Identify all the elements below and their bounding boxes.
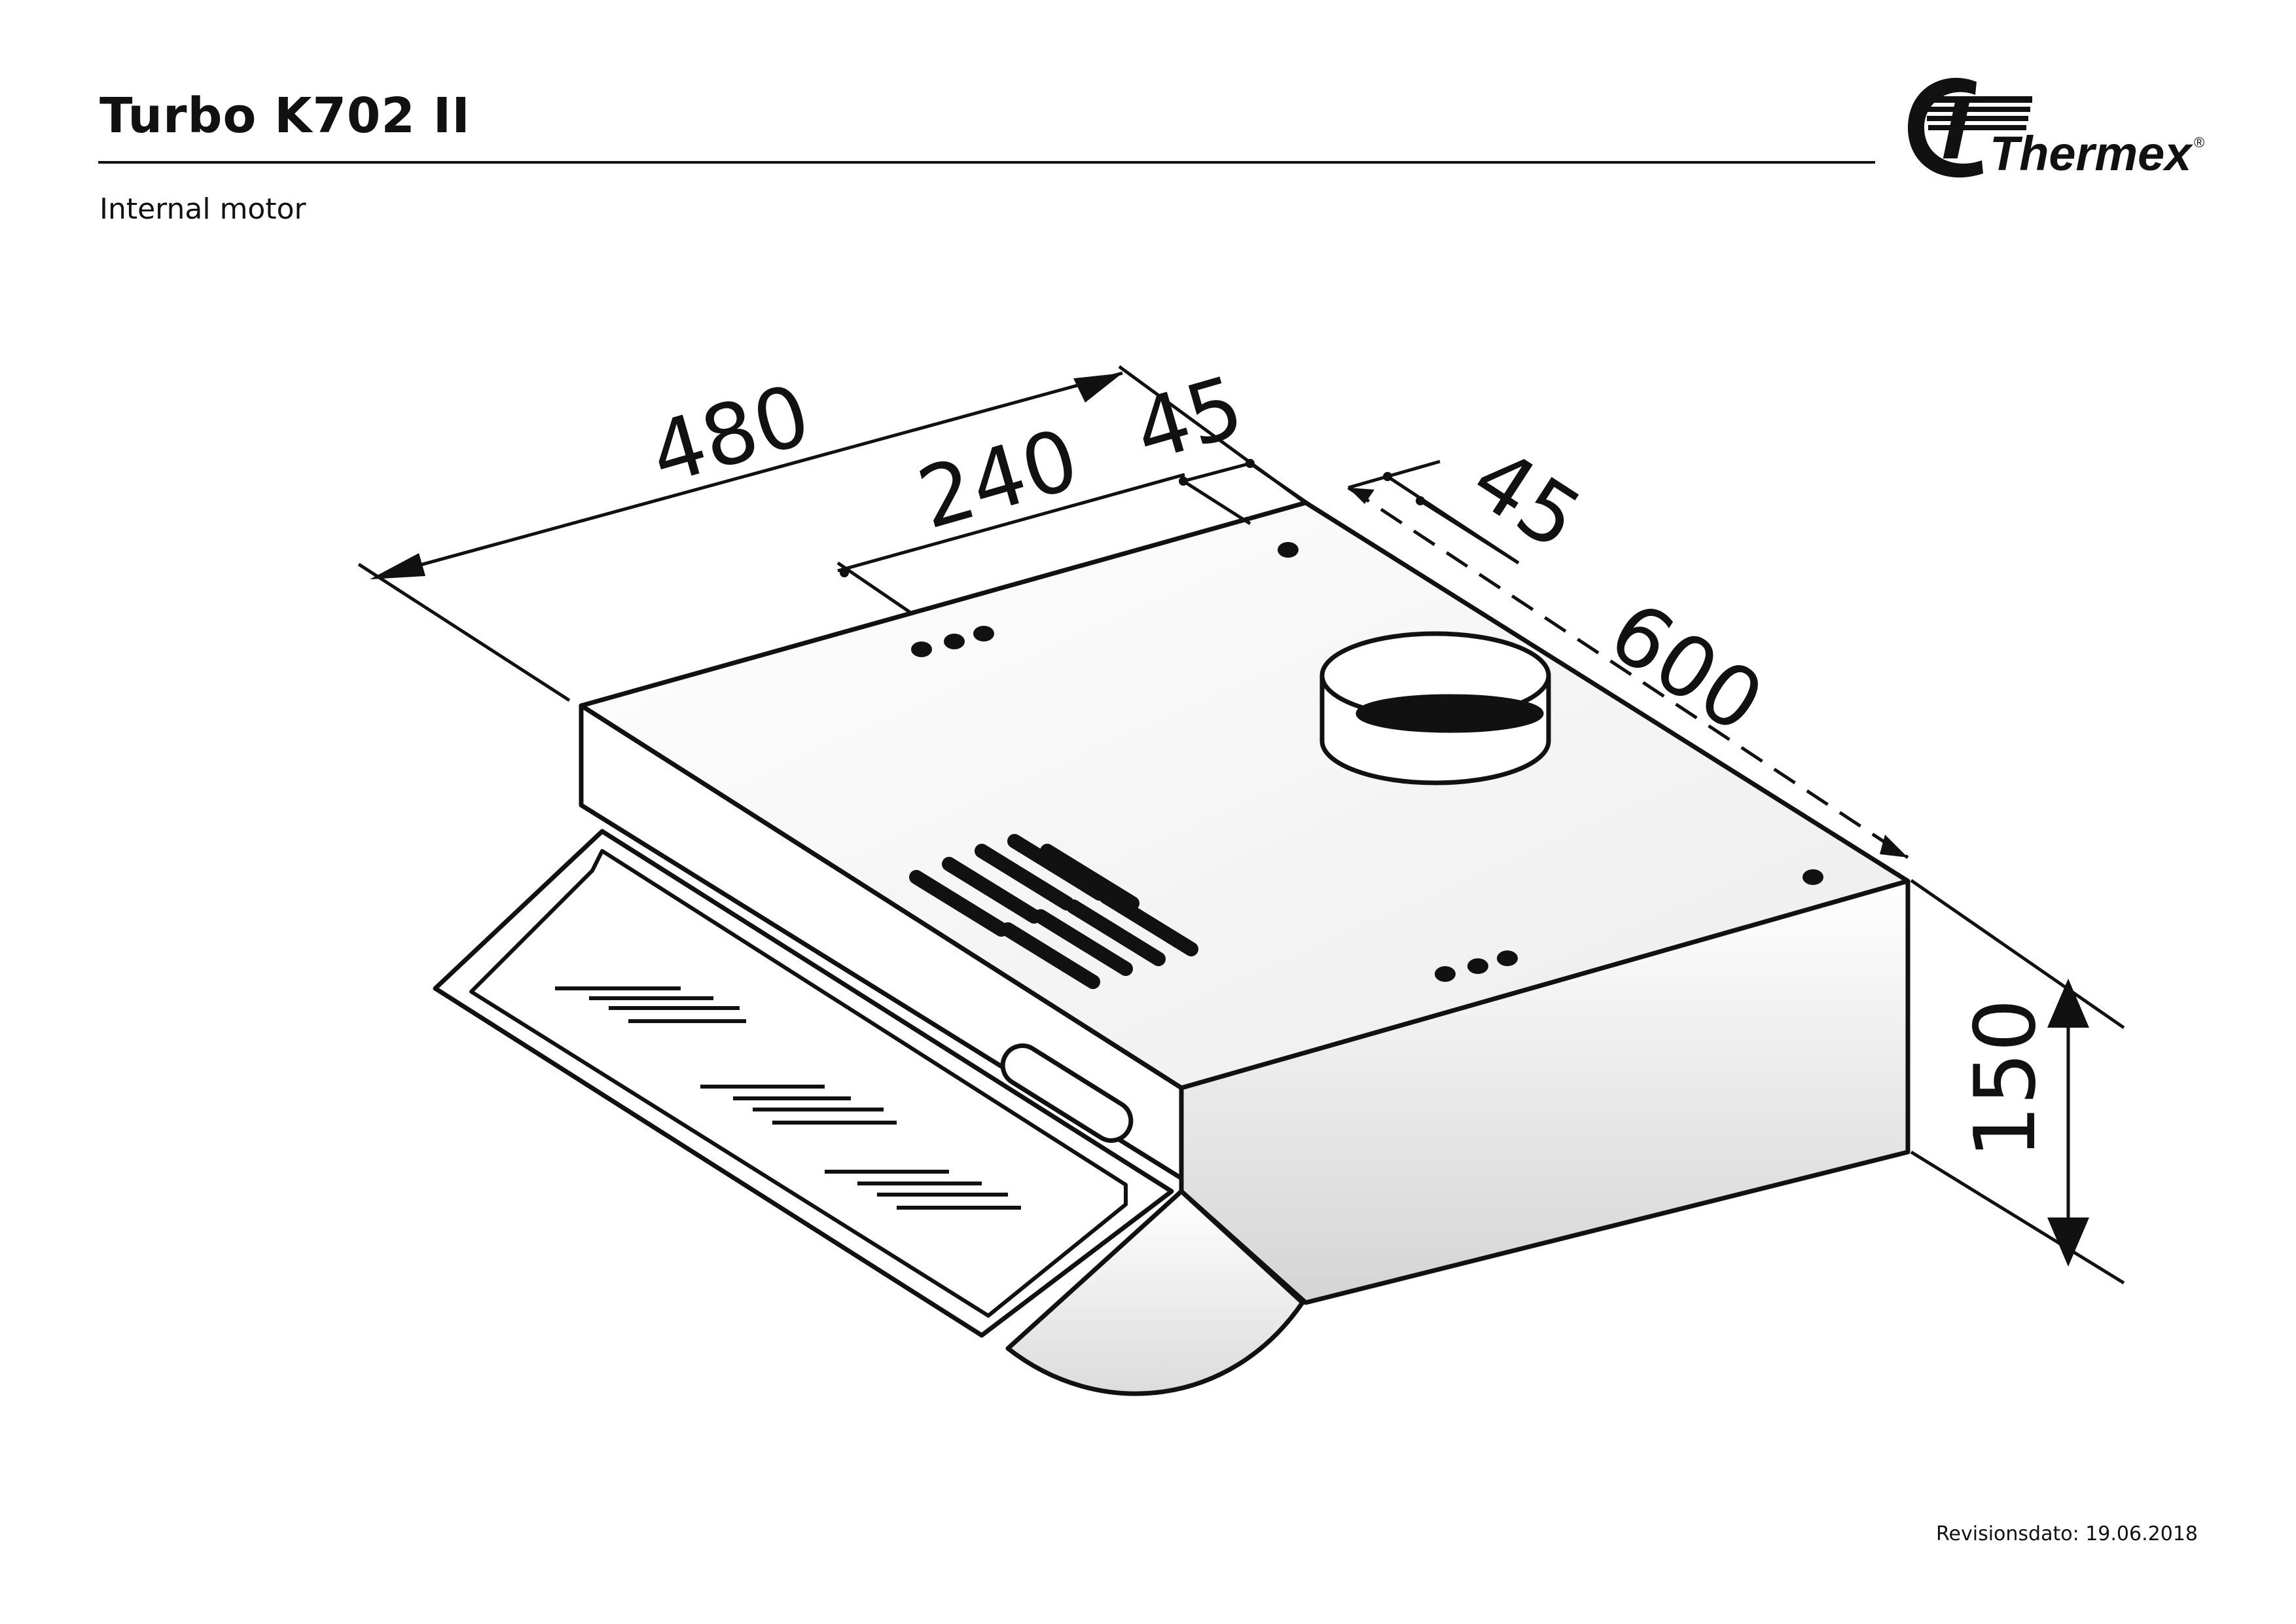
dim-hole-spacing-label: 240	[908, 410, 1088, 549]
logo-text: Thermex	[1990, 126, 2193, 181]
dim-side-offset-label: 45	[1455, 429, 1598, 569]
speed-slider	[1000, 1043, 1134, 1143]
duct-opening	[1355, 694, 1544, 733]
visor-inner-frame	[469, 849, 1128, 1318]
dim-depth-label: 480	[639, 366, 820, 504]
dim-height-label: 150	[1957, 999, 2054, 1159]
vent-grille	[909, 834, 1198, 989]
page-subtitle: Internal motor	[99, 192, 306, 226]
hood-front-face	[1179, 878, 1910, 1305]
thermex-logo: Thermex ®	[1908, 77, 2204, 181]
logo-mark	[1908, 77, 2032, 178]
filter-hatching	[555, 986, 1021, 1210]
mounting-holes	[911, 542, 1823, 982]
dim-front-offset-label: 45	[1124, 358, 1253, 481]
title-divider	[98, 161, 1875, 164]
page-title: Turbo K702 II	[99, 88, 471, 144]
revision-date: Revisionsdato: 19.06.2018	[1936, 1523, 2198, 1545]
registered-mark: ®	[2194, 134, 2204, 151]
visor-curved-lip	[1005, 1189, 1305, 1396]
